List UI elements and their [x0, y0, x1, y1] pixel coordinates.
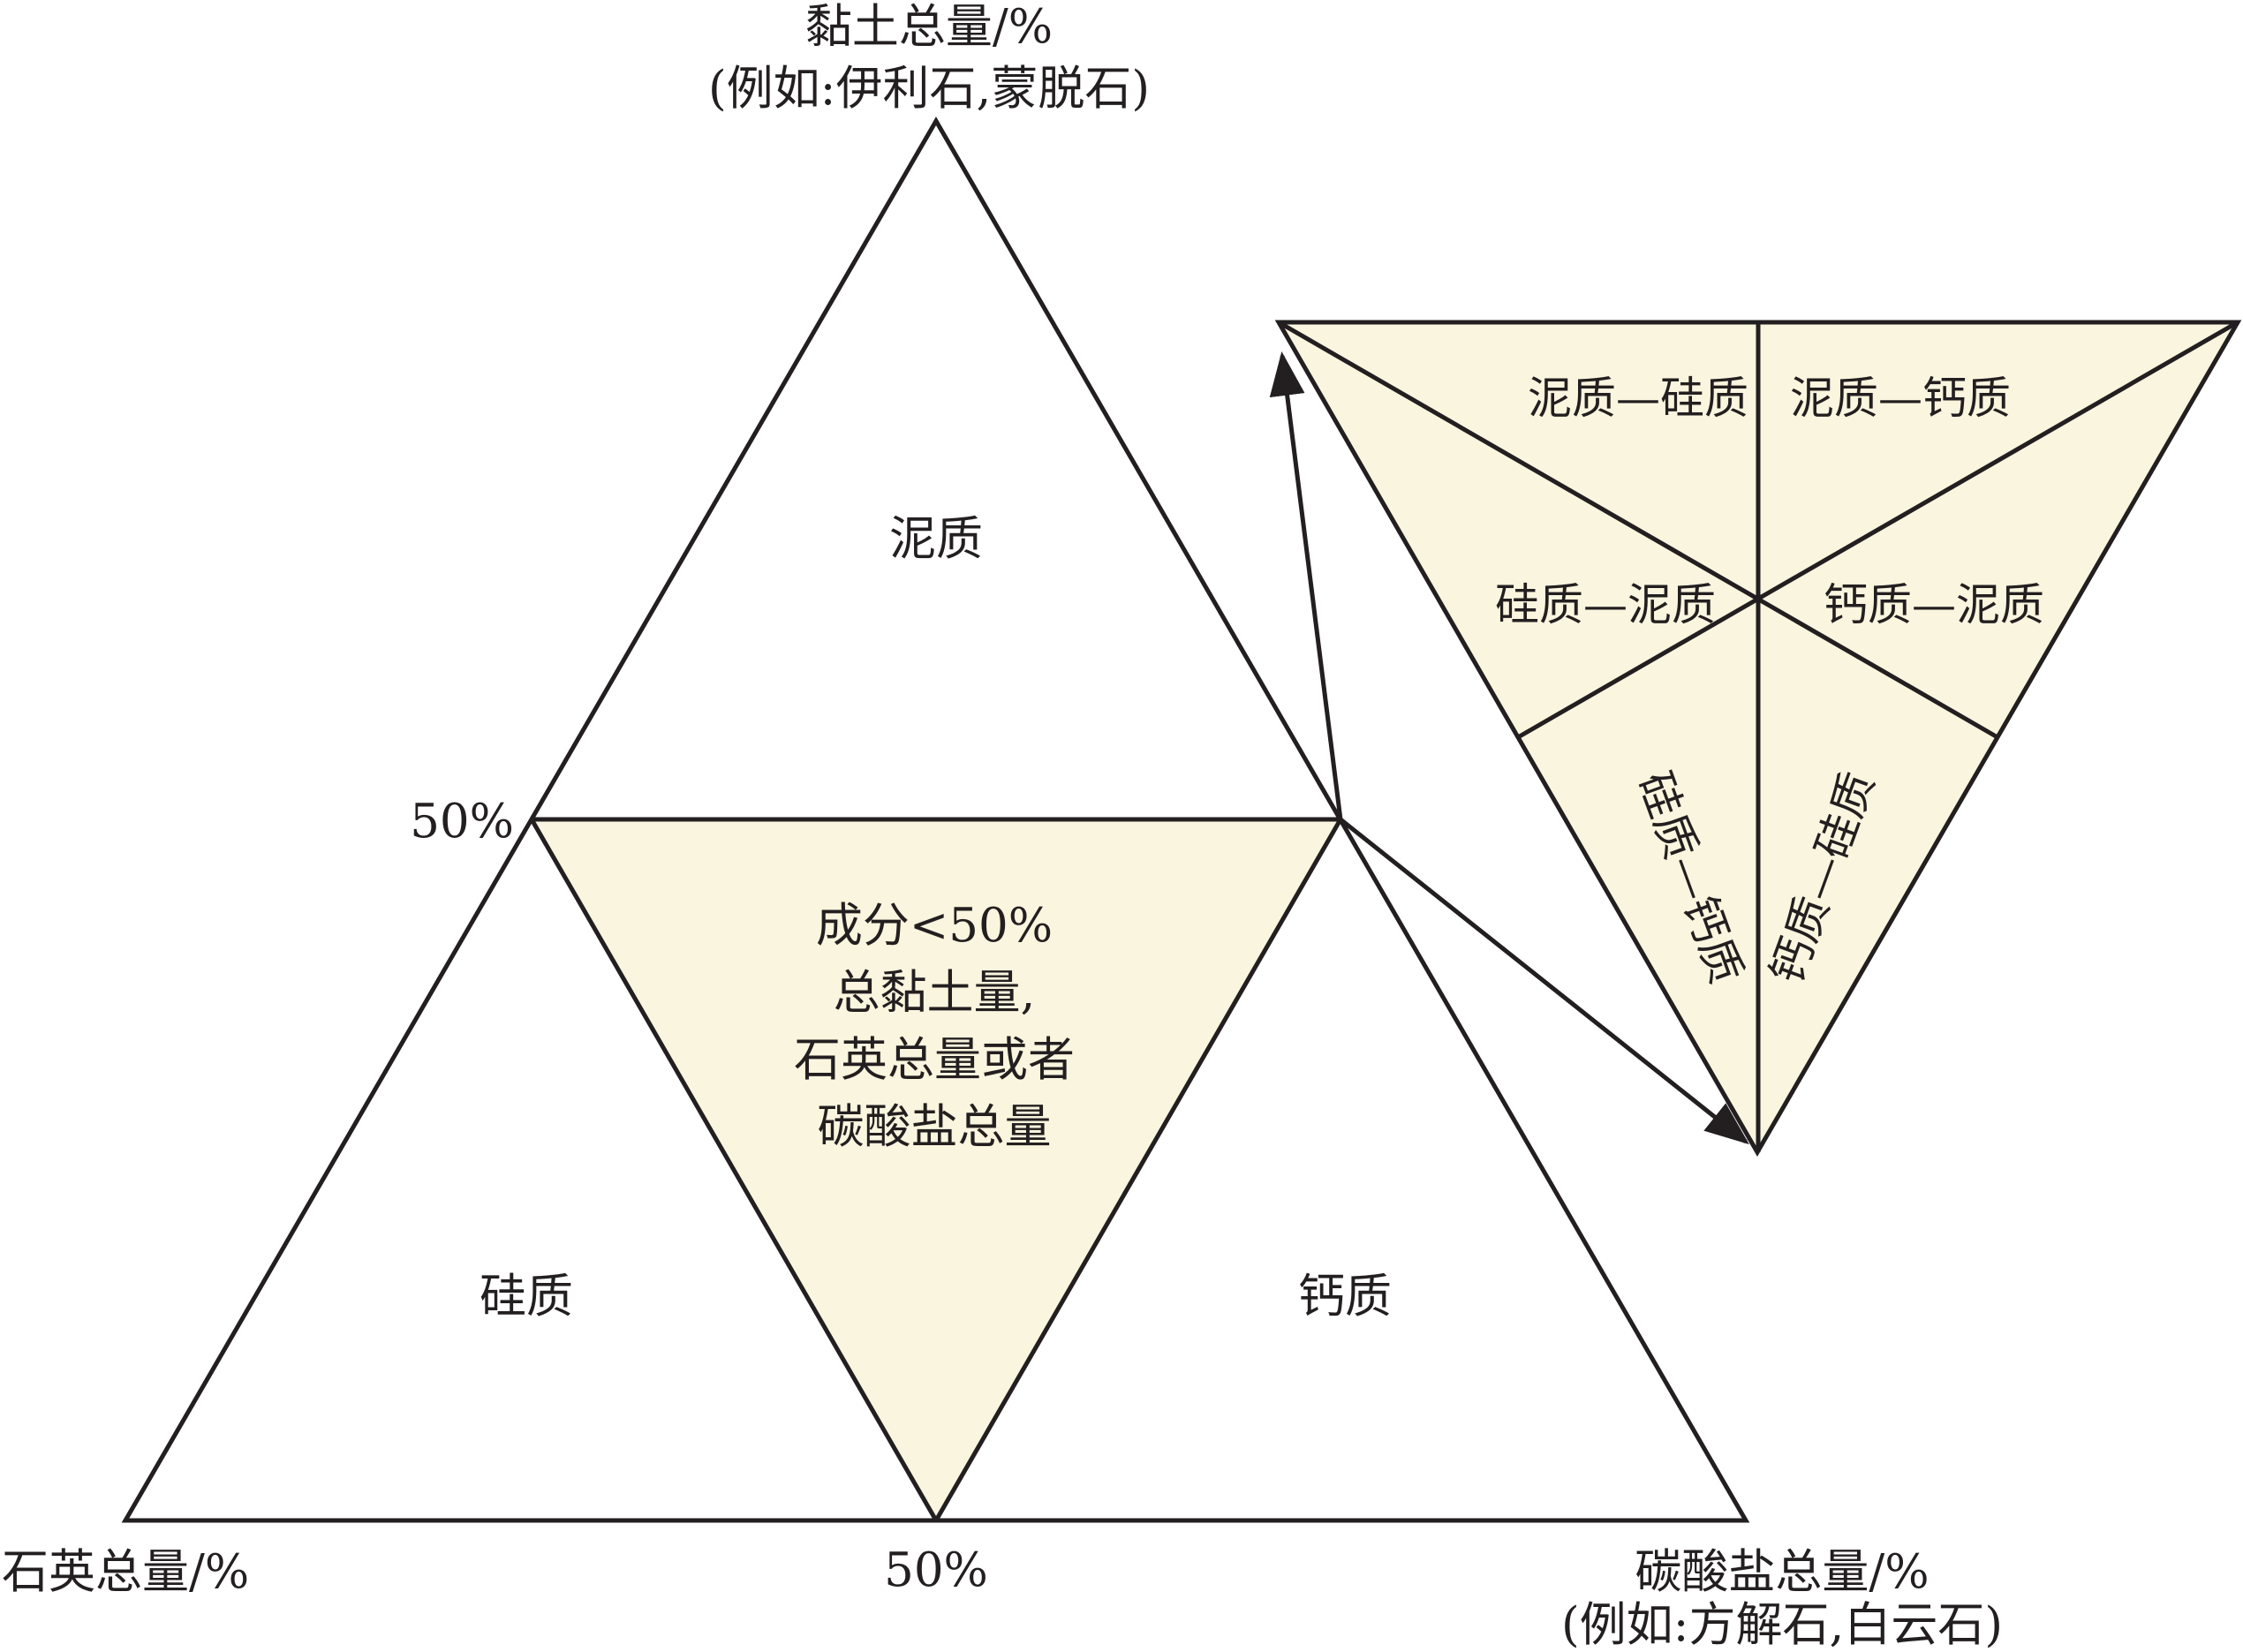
tick-left-50-label: 50%	[410, 795, 514, 849]
inset-median-right	[1516, 320, 2239, 740]
region-mixed-line2: 总黏土量,	[834, 966, 1036, 1020]
region-mixed-line1: 成分<50%	[816, 899, 1053, 953]
inset-label-argillaceous-siliceous: 泥质—硅质	[1528, 373, 1748, 424]
apex-top-label-line1: 黏土总量/%	[805, 0, 1053, 54]
region-mixed-line4: 碳酸盐总量	[818, 1100, 1052, 1154]
region-argillaceous-label: 泥质	[889, 512, 983, 566]
apex-right-label-line2: (例如:方解石,白云石)	[1561, 1598, 2003, 1652]
center-inverted-triangle	[532, 819, 1341, 1520]
inset-median-left	[1277, 320, 1999, 740]
center-right-edge	[933, 818, 1343, 1522]
inset-label-calcareous-argillaceous: 钙质—泥质	[1824, 579, 2044, 630]
region-siliceous-label: 硅质	[480, 1270, 573, 1324]
apex-top-label-line2: (例如:伊利石,蒙脱石)	[708, 62, 1150, 116]
inset-label-siliceous-argillaceous: 硅质—泥质	[1495, 579, 1716, 630]
center-left-edge	[529, 818, 939, 1522]
inset-label-argillaceous-calcareous: 泥质—钙质	[1790, 373, 2011, 424]
apex-right-label-line1: 碳酸盐总量/%	[1635, 1545, 1929, 1599]
inset-triangle	[1274, 320, 2242, 1157]
arrow-to-inset-top	[1269, 351, 1343, 820]
tick-bottom-50-label: 50%	[884, 1543, 988, 1597]
region-mixed-label: 成分<50% 总黏土量, 石英总量或者 碳酸盐总量	[794, 899, 1075, 1154]
arrow-to-inset-bottom	[1339, 818, 1749, 1145]
apex-left-label: 石英总量/%	[2, 1545, 249, 1599]
region-calcareous-label: 钙质	[1298, 1270, 1392, 1324]
region-mixed-line3: 石英总量或者	[794, 1033, 1075, 1087]
